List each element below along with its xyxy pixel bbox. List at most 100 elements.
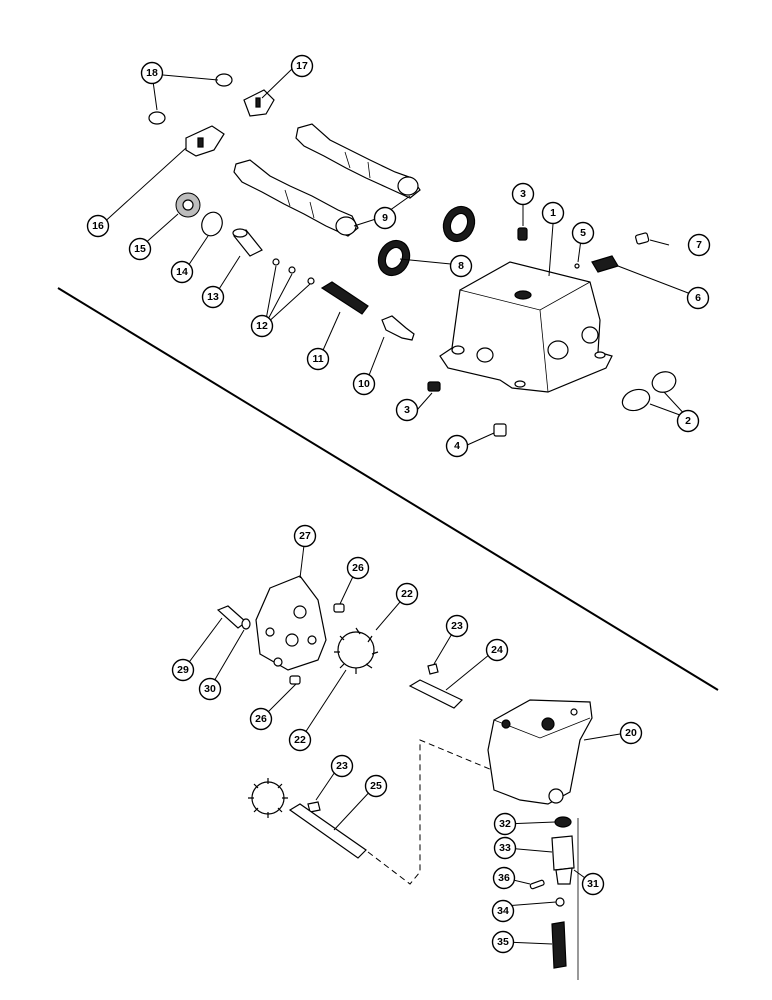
svg-text:18: 18	[146, 67, 158, 79]
svg-text:2: 2	[685, 415, 691, 427]
washer-32	[554, 816, 572, 828]
ring-18b	[148, 111, 166, 125]
svg-text:3: 3	[404, 404, 410, 416]
callout-27: 27	[293, 524, 317, 548]
callout-18: 18	[140, 61, 164, 85]
dowel-26a	[333, 603, 345, 613]
svg-text:31: 31	[587, 878, 599, 890]
callout-25: 25	[364, 774, 388, 798]
key-23a	[427, 663, 439, 675]
seal-ring-upper	[442, 205, 476, 243]
callout-30: 30	[198, 677, 222, 701]
svg-text:7: 7	[696, 239, 702, 251]
svg-text:26: 26	[255, 713, 267, 725]
gear-22	[334, 627, 379, 674]
svg-text:36: 36	[498, 872, 510, 884]
svg-text:24: 24	[491, 644, 503, 656]
callout-24: 24	[485, 638, 509, 662]
callout-12: 12	[250, 314, 274, 338]
svg-text:30: 30	[204, 683, 216, 695]
svg-text:13: 13	[207, 291, 219, 303]
svg-text:15: 15	[134, 243, 146, 255]
svg-text:26: 26	[352, 562, 364, 574]
svg-text:22: 22	[401, 588, 413, 600]
spring-35	[551, 921, 567, 969]
svg-text:1: 1	[550, 207, 556, 219]
washer-14	[201, 211, 223, 237]
washer-30	[241, 618, 251, 630]
valve-33	[551, 835, 575, 885]
plate-16	[185, 125, 225, 157]
callout-26-lower: 26	[249, 707, 273, 731]
svg-text:20: 20	[625, 727, 637, 739]
callout-7: 7	[687, 233, 711, 257]
svg-text:4: 4	[454, 440, 460, 452]
callout-9: 9	[373, 206, 397, 230]
callout-22-upper: 22	[395, 582, 419, 606]
ball-34	[555, 897, 565, 907]
plug-3-upper	[517, 227, 528, 241]
ball-12c	[307, 277, 315, 285]
svg-text:10: 10	[358, 378, 370, 390]
shaft-25	[288, 803, 367, 859]
svg-text:8: 8	[458, 260, 464, 272]
svg-text:12: 12	[256, 320, 268, 332]
cap-screw-15	[175, 192, 201, 218]
callout-4: 4	[445, 434, 469, 458]
callout-2: 2	[676, 409, 700, 433]
plug-7	[635, 232, 650, 245]
plate-17	[243, 89, 275, 117]
callout-23-upper: 23	[445, 614, 469, 638]
svg-text:16: 16	[92, 220, 104, 232]
callout-17: 17	[290, 54, 314, 78]
sleeve-13	[232, 228, 263, 257]
callout-36: 36	[492, 866, 516, 890]
callout-5: 5	[571, 221, 595, 245]
svg-text:33: 33	[499, 842, 511, 854]
plunger-10	[381, 315, 415, 341]
spring-6	[591, 255, 619, 273]
svg-text:25: 25	[370, 780, 382, 792]
callout-33: 33	[493, 836, 517, 860]
callout-16: 16	[86, 214, 110, 238]
svg-text:14: 14	[176, 266, 188, 278]
svg-text:29: 29	[177, 664, 189, 676]
callout-11: 11	[306, 347, 330, 371]
gear-22b	[248, 778, 288, 818]
callout-3-upper: 3	[511, 182, 535, 206]
callout-22-lower: 22	[288, 728, 312, 752]
callout-32: 32	[493, 812, 517, 836]
callout-6: 6	[686, 286, 710, 310]
assembly-dashed-path	[367, 739, 493, 885]
spool-lower	[233, 159, 359, 237]
callout-23-lower: 23	[330, 754, 354, 778]
plug-4	[493, 423, 507, 437]
cap-2b	[651, 371, 677, 393]
svg-text:35: 35	[497, 936, 509, 948]
svg-text:22: 22	[294, 734, 306, 746]
shaft-24	[408, 679, 464, 709]
callout-3-lower: 3	[395, 398, 419, 422]
callout-10: 10	[352, 372, 376, 396]
svg-text:17: 17	[296, 60, 308, 72]
svg-text:6: 6	[695, 292, 701, 304]
callout-13: 13	[201, 285, 225, 309]
ball-12b	[288, 266, 296, 274]
spring-11	[320, 281, 369, 315]
pump-cover	[255, 575, 327, 671]
callout-1: 1	[541, 201, 565, 225]
svg-text:3: 3	[520, 188, 526, 200]
svg-text:32: 32	[499, 818, 511, 830]
ball-12a	[272, 258, 280, 266]
svg-text:23: 23	[336, 760, 348, 772]
ball-5	[574, 263, 580, 269]
section-divider-line	[57, 287, 719, 691]
key-23b	[307, 801, 321, 813]
svg-text:5: 5	[580, 227, 586, 239]
valve-body	[439, 261, 613, 393]
callout-29: 29	[171, 658, 195, 682]
dowel-26b	[289, 675, 301, 685]
spool-upper	[295, 123, 421, 199]
pump-body	[487, 699, 593, 805]
